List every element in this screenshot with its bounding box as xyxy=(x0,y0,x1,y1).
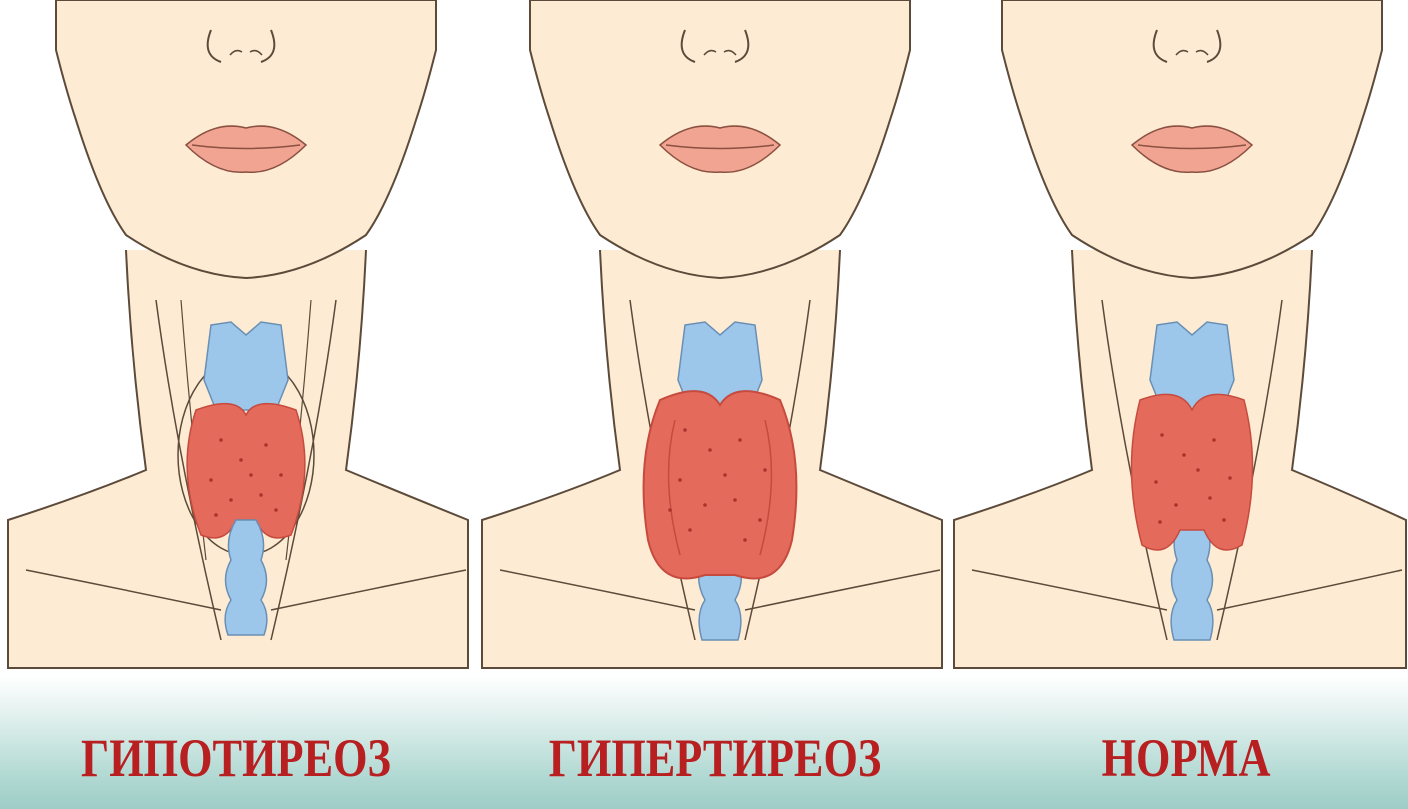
caption-hypothyroidism: ГИПОТИРЕОЗ xyxy=(72,726,400,790)
caption-normal: НОРМА xyxy=(1038,726,1333,790)
thyroid-gland xyxy=(1131,394,1252,550)
neck-figure-normal xyxy=(952,0,1408,680)
panel-normal xyxy=(952,0,1408,680)
trachea xyxy=(1171,520,1213,640)
larynx xyxy=(204,322,288,410)
thyroid-gland xyxy=(644,391,797,578)
caption-hyperthyroidism: ГИПЕРТИРЕОЗ xyxy=(539,726,892,790)
panel-hypothyroidism xyxy=(6,0,486,680)
trachea xyxy=(225,520,267,635)
panel-hyperthyroidism xyxy=(480,0,960,680)
thyroid-gland xyxy=(187,404,305,538)
neck-figure-hypothyroidism xyxy=(6,0,486,680)
neck-figure-hyperthyroidism xyxy=(480,0,960,680)
